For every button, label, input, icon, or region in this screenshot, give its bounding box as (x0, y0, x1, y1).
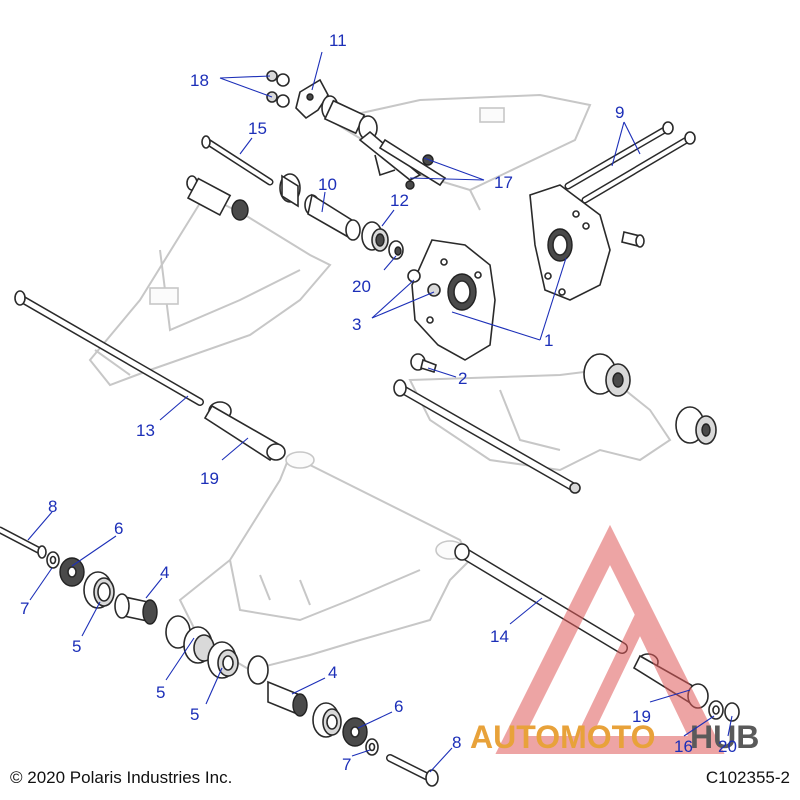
bolts-9 (564, 121, 696, 204)
watermark-logo (495, 524, 725, 754)
bolt-15 (201, 135, 274, 186)
callout-6-left: 6 (114, 519, 123, 538)
bushing-12 (361, 221, 389, 252)
bolt-13 (14, 290, 204, 406)
callout-10: 10 (318, 175, 337, 194)
callout-8-right: 8 (452, 733, 461, 752)
bolt-right-arm (393, 379, 581, 494)
washer-6-left (59, 557, 85, 587)
callout-7-right: 7 (342, 755, 351, 774)
watermark-text-1: AUTOMOTO (470, 719, 655, 755)
callout-11: 11 (329, 31, 347, 50)
callout-17: 17 (494, 173, 513, 192)
right-arm-bushings (583, 353, 717, 445)
bolts-3 (407, 269, 441, 297)
bolt-8-right (386, 754, 439, 787)
callout-5-left: 5 (72, 637, 81, 656)
callout-14: 14 (490, 627, 509, 646)
callout-7-left: 7 (20, 599, 29, 618)
sleeve-10 (279, 173, 361, 241)
bushing-20-upper (388, 240, 404, 260)
washer-7-right (365, 738, 379, 756)
bushing-left-upper (186, 175, 249, 221)
copyright-text: © 2020 Polaris Industries Inc. (10, 768, 233, 787)
callout-18: 18 (190, 71, 209, 90)
callout-2: 2 (458, 369, 467, 388)
callout-4-right: 4 (328, 663, 337, 682)
callout-6-right: 6 (394, 697, 403, 716)
bracket-11 (295, 78, 329, 120)
bolt-2 (410, 353, 437, 374)
bolt-8-left (0, 526, 47, 559)
callout-20-lower: 20 (718, 737, 737, 756)
leader-lines (27, 51, 733, 773)
left-lower-a-arm-ghost (88, 193, 332, 387)
sleeve-19-upper (203, 401, 286, 462)
callout-15: 15 (248, 119, 267, 138)
washer-7-left (46, 551, 60, 569)
callout-19-lower: 19 (632, 707, 651, 726)
bushing-5-left (83, 571, 115, 609)
callout-9: 9 (615, 103, 624, 122)
washer-6-right (342, 717, 368, 747)
callout-16: 16 (674, 737, 693, 756)
callout-19-upper: 19 (200, 469, 219, 488)
bracket-plate-1-center (411, 239, 496, 361)
callout-numbers: 11 18 15 10 12 20 17 9 3 1 2 13 19 8 6 7… (20, 31, 737, 774)
callout-1: 1 (544, 331, 553, 350)
bolt-14 (454, 543, 628, 654)
watermark-text-2: HUB (690, 719, 759, 755)
bushing-5-right (312, 702, 342, 738)
sleeve-4-left (114, 593, 158, 625)
figure-id: C102355-2 (705, 768, 790, 787)
sleeve-4-right (247, 655, 308, 717)
bracket-plate-1-right (529, 184, 611, 301)
callout-13: 13 (136, 421, 155, 440)
nuts-18 (266, 70, 290, 108)
washer-16 (708, 700, 724, 720)
upper-pivot-assembly (321, 95, 447, 190)
bushing-20-lower (724, 702, 740, 722)
callout-5-right: 5 (190, 705, 199, 724)
callout-4-left: 4 (160, 563, 169, 582)
callout-8-left: 8 (48, 497, 57, 516)
callout-20-upper: 20 (352, 277, 371, 296)
callout-12: 12 (390, 191, 409, 210)
bushings-5-center (165, 615, 239, 679)
callout-3: 3 (352, 315, 361, 334)
callout-5-center: 5 (156, 683, 165, 702)
bolt-small-right (621, 231, 645, 248)
rear-trailing-arm-ghost (178, 451, 472, 672)
